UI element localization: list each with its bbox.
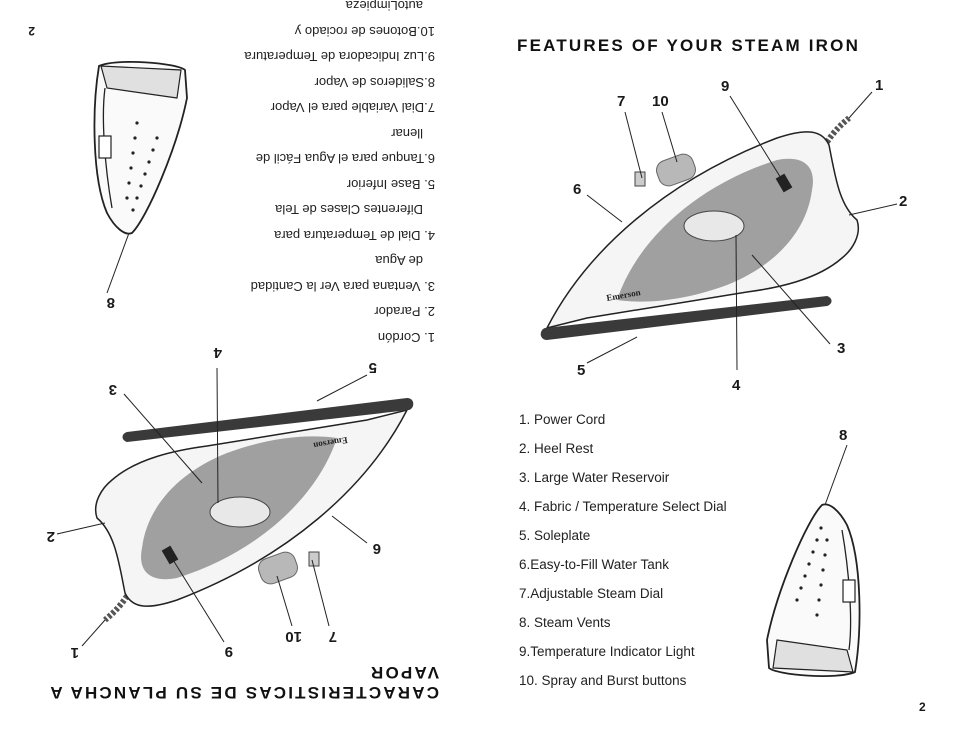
callout-5: 5: [577, 362, 586, 379]
iron-bottom-illustration: [93, 61, 188, 235]
callout-3: 3: [837, 340, 846, 357]
iron-side-illustration: Emerson: [56, 232, 414, 647]
list-item: 5. Soleplate: [519, 528, 591, 543]
callout-7: 7: [617, 93, 626, 110]
callout-2: 2: [899, 193, 908, 210]
feature-list: 1. Power Cord 2. Heel Rest 3. Large Wate…: [519, 410, 727, 700]
callout-8: 8: [839, 427, 848, 444]
list-item: 9.Temperature Indicator Light: [519, 644, 695, 659]
callout-4: 4: [732, 377, 741, 394]
list-item: 2. Heel Rest: [519, 441, 594, 456]
list-item: 1. Power Cord: [519, 412, 606, 427]
page-number: 2: [28, 24, 35, 38]
page-title: FEATURES OF YOUR STEAM IRON: [517, 36, 861, 55]
list-item: 10. Spray and Burst buttons: [519, 673, 687, 688]
list-item: 4. Fabric / Temperature Select Dial: [519, 499, 727, 514]
spanish-page: CARACTERISTICAS DE SU PLANCHA A VAPOR Em…: [28, 0, 439, 702]
iron-side-illustration: Emerson: [540, 91, 898, 506]
list-item: 8. Steam Vents: [519, 615, 611, 630]
page-number: 2: [919, 700, 926, 714]
callout-1: 1: [875, 77, 884, 94]
list-item: 6.Easy-to-Fill Water Tank: [519, 557, 670, 572]
spanish-page-rotated-content: CARACTERISTICAS DE SU PLANCHA A VAPOR Em…: [28, 0, 439, 702]
callout-6: 6: [573, 181, 582, 198]
english-page: FEATURES OF YOUR STEAM IRON Emerson: [477, 0, 954, 738]
callout-10: 10: [652, 93, 669, 110]
list-item: 3. Large Water Reservoir: [519, 470, 670, 485]
callout-9: 9: [721, 78, 730, 95]
list-item: 7.Adjustable Steam Dial: [519, 586, 664, 601]
iron-bottom-illustration: [766, 503, 861, 677]
